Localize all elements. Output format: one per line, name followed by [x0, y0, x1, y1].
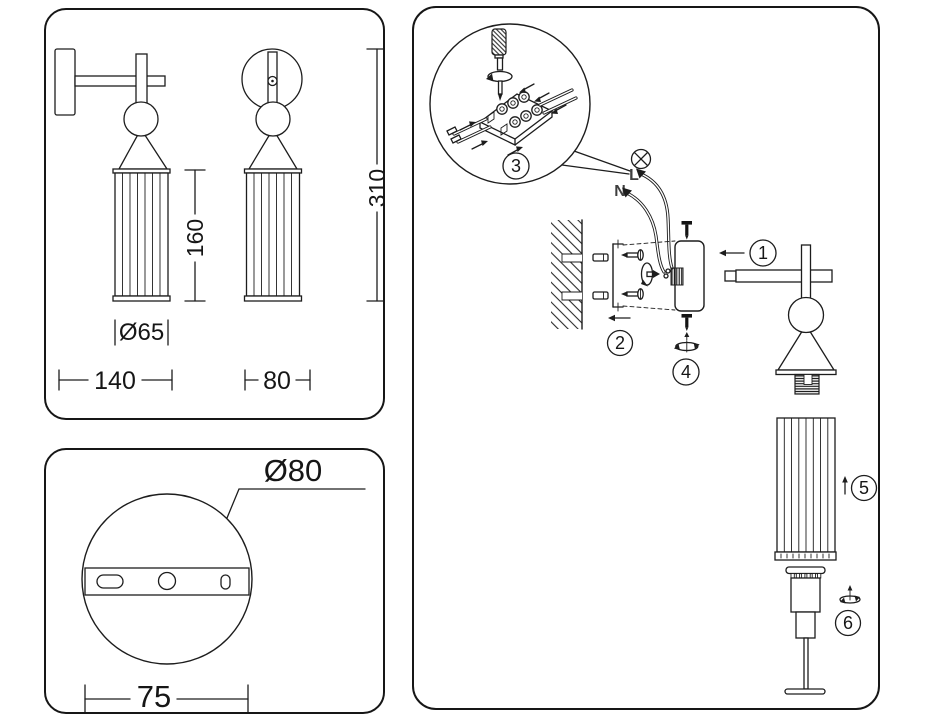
- wall-plug: [592, 253, 609, 262]
- shade-height-label: 160: [182, 219, 208, 257]
- step-badge-2: 2: [606, 329, 634, 357]
- step-6-label: 6: [843, 613, 853, 633]
- phillips-screw-icon: [630, 148, 652, 170]
- insert-arrows: [459, 83, 567, 156]
- socket-teeth: [790, 573, 822, 579]
- wall-plug: [592, 291, 609, 300]
- shade-ribs: [122, 172, 161, 297]
- wall-section: [551, 219, 583, 330]
- block-wires: [446, 88, 578, 144]
- canopy-screw-top: [681, 221, 692, 240]
- terminal-barrels: [496, 91, 543, 128]
- drill-hole: [561, 291, 583, 301]
- step-2-label: 2: [615, 333, 625, 353]
- socket-bulb-assembly: 6: [784, 566, 862, 695]
- small-hole: [220, 574, 231, 590]
- bracket-screw: [621, 249, 644, 261]
- base-plate-top-view: [81, 493, 253, 665]
- total-height-label: 310: [364, 169, 383, 207]
- step-badge-3: 3: [502, 152, 530, 180]
- mounting-bracket-side: [612, 239, 676, 312]
- panel-dimension-views: 160 310 Ø65 140: [44, 8, 385, 420]
- base-plate-drawing: Ø80 75: [81, 453, 366, 712]
- shade-diameter-label: Ø65: [119, 319, 164, 346]
- wire-neutral-label: N: [614, 183, 626, 200]
- installation-drawing: 3 L N: [429, 23, 878, 695]
- hole-spacing-label: 75: [137, 679, 171, 712]
- side-depth-label: 80: [263, 367, 291, 395]
- shade: 5: [774, 417, 878, 561]
- live-wire: [636, 168, 674, 270]
- front-view: [54, 48, 171, 302]
- step-1-label: 1: [758, 243, 768, 263]
- dim-shade-diameter: Ø65: [114, 319, 169, 346]
- bracket-screw: [621, 288, 644, 300]
- dim-total-height: 310: [364, 48, 383, 302]
- shade-ribs: [783, 417, 829, 553]
- neutral-wire: [622, 187, 666, 274]
- dim-side-depth: 80: [244, 367, 311, 395]
- rotate-icon: [839, 585, 861, 604]
- screwdriver: [486, 28, 513, 101]
- dim-shade-height: 160: [182, 169, 208, 302]
- step-badge-5: 5: [850, 474, 878, 502]
- panel-base-plate: Ø80 75: [44, 448, 385, 714]
- step-4-label: 4: [681, 362, 691, 382]
- plate-diameter-label: Ø80: [264, 453, 323, 488]
- step-3-label: 3: [511, 156, 521, 176]
- step-badge-1: 1: [749, 239, 777, 267]
- adjust-screw: [640, 262, 660, 287]
- drill-hole: [561, 253, 583, 263]
- side-view: [241, 48, 303, 302]
- canopy-screw-bottom: [681, 314, 692, 341]
- mains-connection: L N: [614, 148, 674, 274]
- terminal-block: [478, 91, 554, 147]
- slot-hole: [96, 574, 124, 589]
- dim-plate-diameter: Ø80: [226, 453, 366, 519]
- terminal-connector: [670, 267, 684, 286]
- shade-ribs-side: [253, 172, 292, 297]
- shade-rim-ticks: [780, 553, 830, 559]
- canopy-plate: [663, 240, 705, 312]
- panel-installation: 3 L N: [412, 6, 880, 710]
- arm-assembly: 1: [719, 239, 837, 395]
- wire-live-label: L: [629, 167, 639, 184]
- dim-hole-spacing: 75: [84, 679, 249, 712]
- step-5-label: 5: [859, 478, 869, 498]
- front-width-label: 140: [94, 367, 136, 395]
- dim-front-width: 140: [58, 367, 173, 395]
- insert-arrow-step2: [608, 314, 631, 322]
- step-badge-6: 6: [834, 609, 862, 637]
- center-hole: [157, 571, 177, 591]
- magnifier-detail: 3: [429, 23, 631, 185]
- step-badge-4: 4: [672, 358, 700, 386]
- dimension-views-drawing: 160 310 Ø65 140: [54, 48, 383, 395]
- screw-direction-icon: [674, 340, 700, 353]
